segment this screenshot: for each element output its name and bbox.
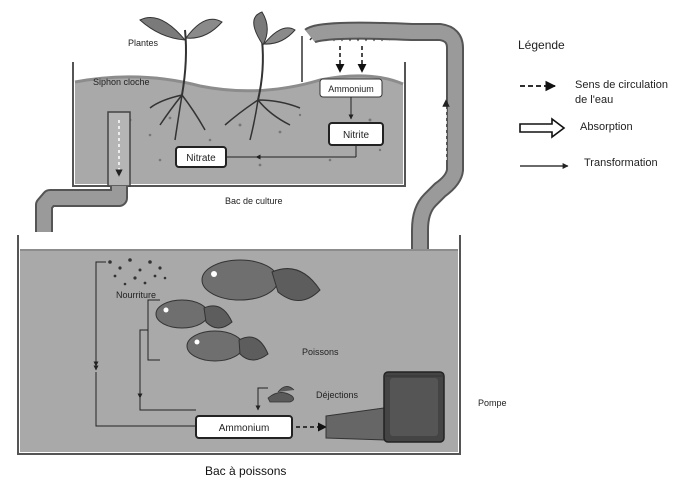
- nitrite-label: Nitrite: [343, 130, 370, 141]
- ammonium-top-label: Ammonium: [328, 84, 374, 94]
- pompe-label: Pompe: [478, 398, 507, 408]
- legend-flow-line2: de l'eau: [575, 94, 614, 106]
- legend-flow-label: Sens de circulation de l'eau: [575, 78, 668, 108]
- droppings: [267, 386, 295, 403]
- ammonium-bottom-box: [195, 415, 293, 439]
- legend-title: Légende: [518, 38, 565, 52]
- food-particles: [108, 258, 167, 286]
- ammonium-bottom-label: Ammonium: [219, 423, 270, 434]
- fish-middle: [155, 299, 233, 329]
- legend-flow-line1: Sens de circulation: [575, 79, 668, 91]
- legend-absorption-arrow: [519, 117, 566, 139]
- transformation-lines: [93, 261, 268, 427]
- bell-siphon: [35, 111, 131, 232]
- legend-transformation-label: Transformation: [584, 157, 658, 169]
- pump: [325, 371, 445, 443]
- plant-left: [139, 17, 223, 141]
- dejections-label: Déjections: [316, 390, 359, 400]
- fish-large: [201, 259, 321, 301]
- legend-glyphs: [519, 80, 569, 169]
- siphon-label: Siphon cloche: [93, 77, 150, 87]
- nitrate-label: Nitrate: [186, 153, 216, 164]
- fish-lower: [186, 330, 269, 362]
- plantes-label: Plantes: [128, 38, 159, 48]
- bac-culture-label: Bac de culture: [225, 196, 283, 206]
- bac-poissons-caption: Bac à poissons: [205, 464, 287, 478]
- plant-right: [224, 11, 301, 141]
- poissons-label: Poissons: [302, 347, 339, 357]
- nourriture-label: Nourriture: [116, 290, 156, 300]
- legend-absorption-label: Absorption: [580, 121, 633, 133]
